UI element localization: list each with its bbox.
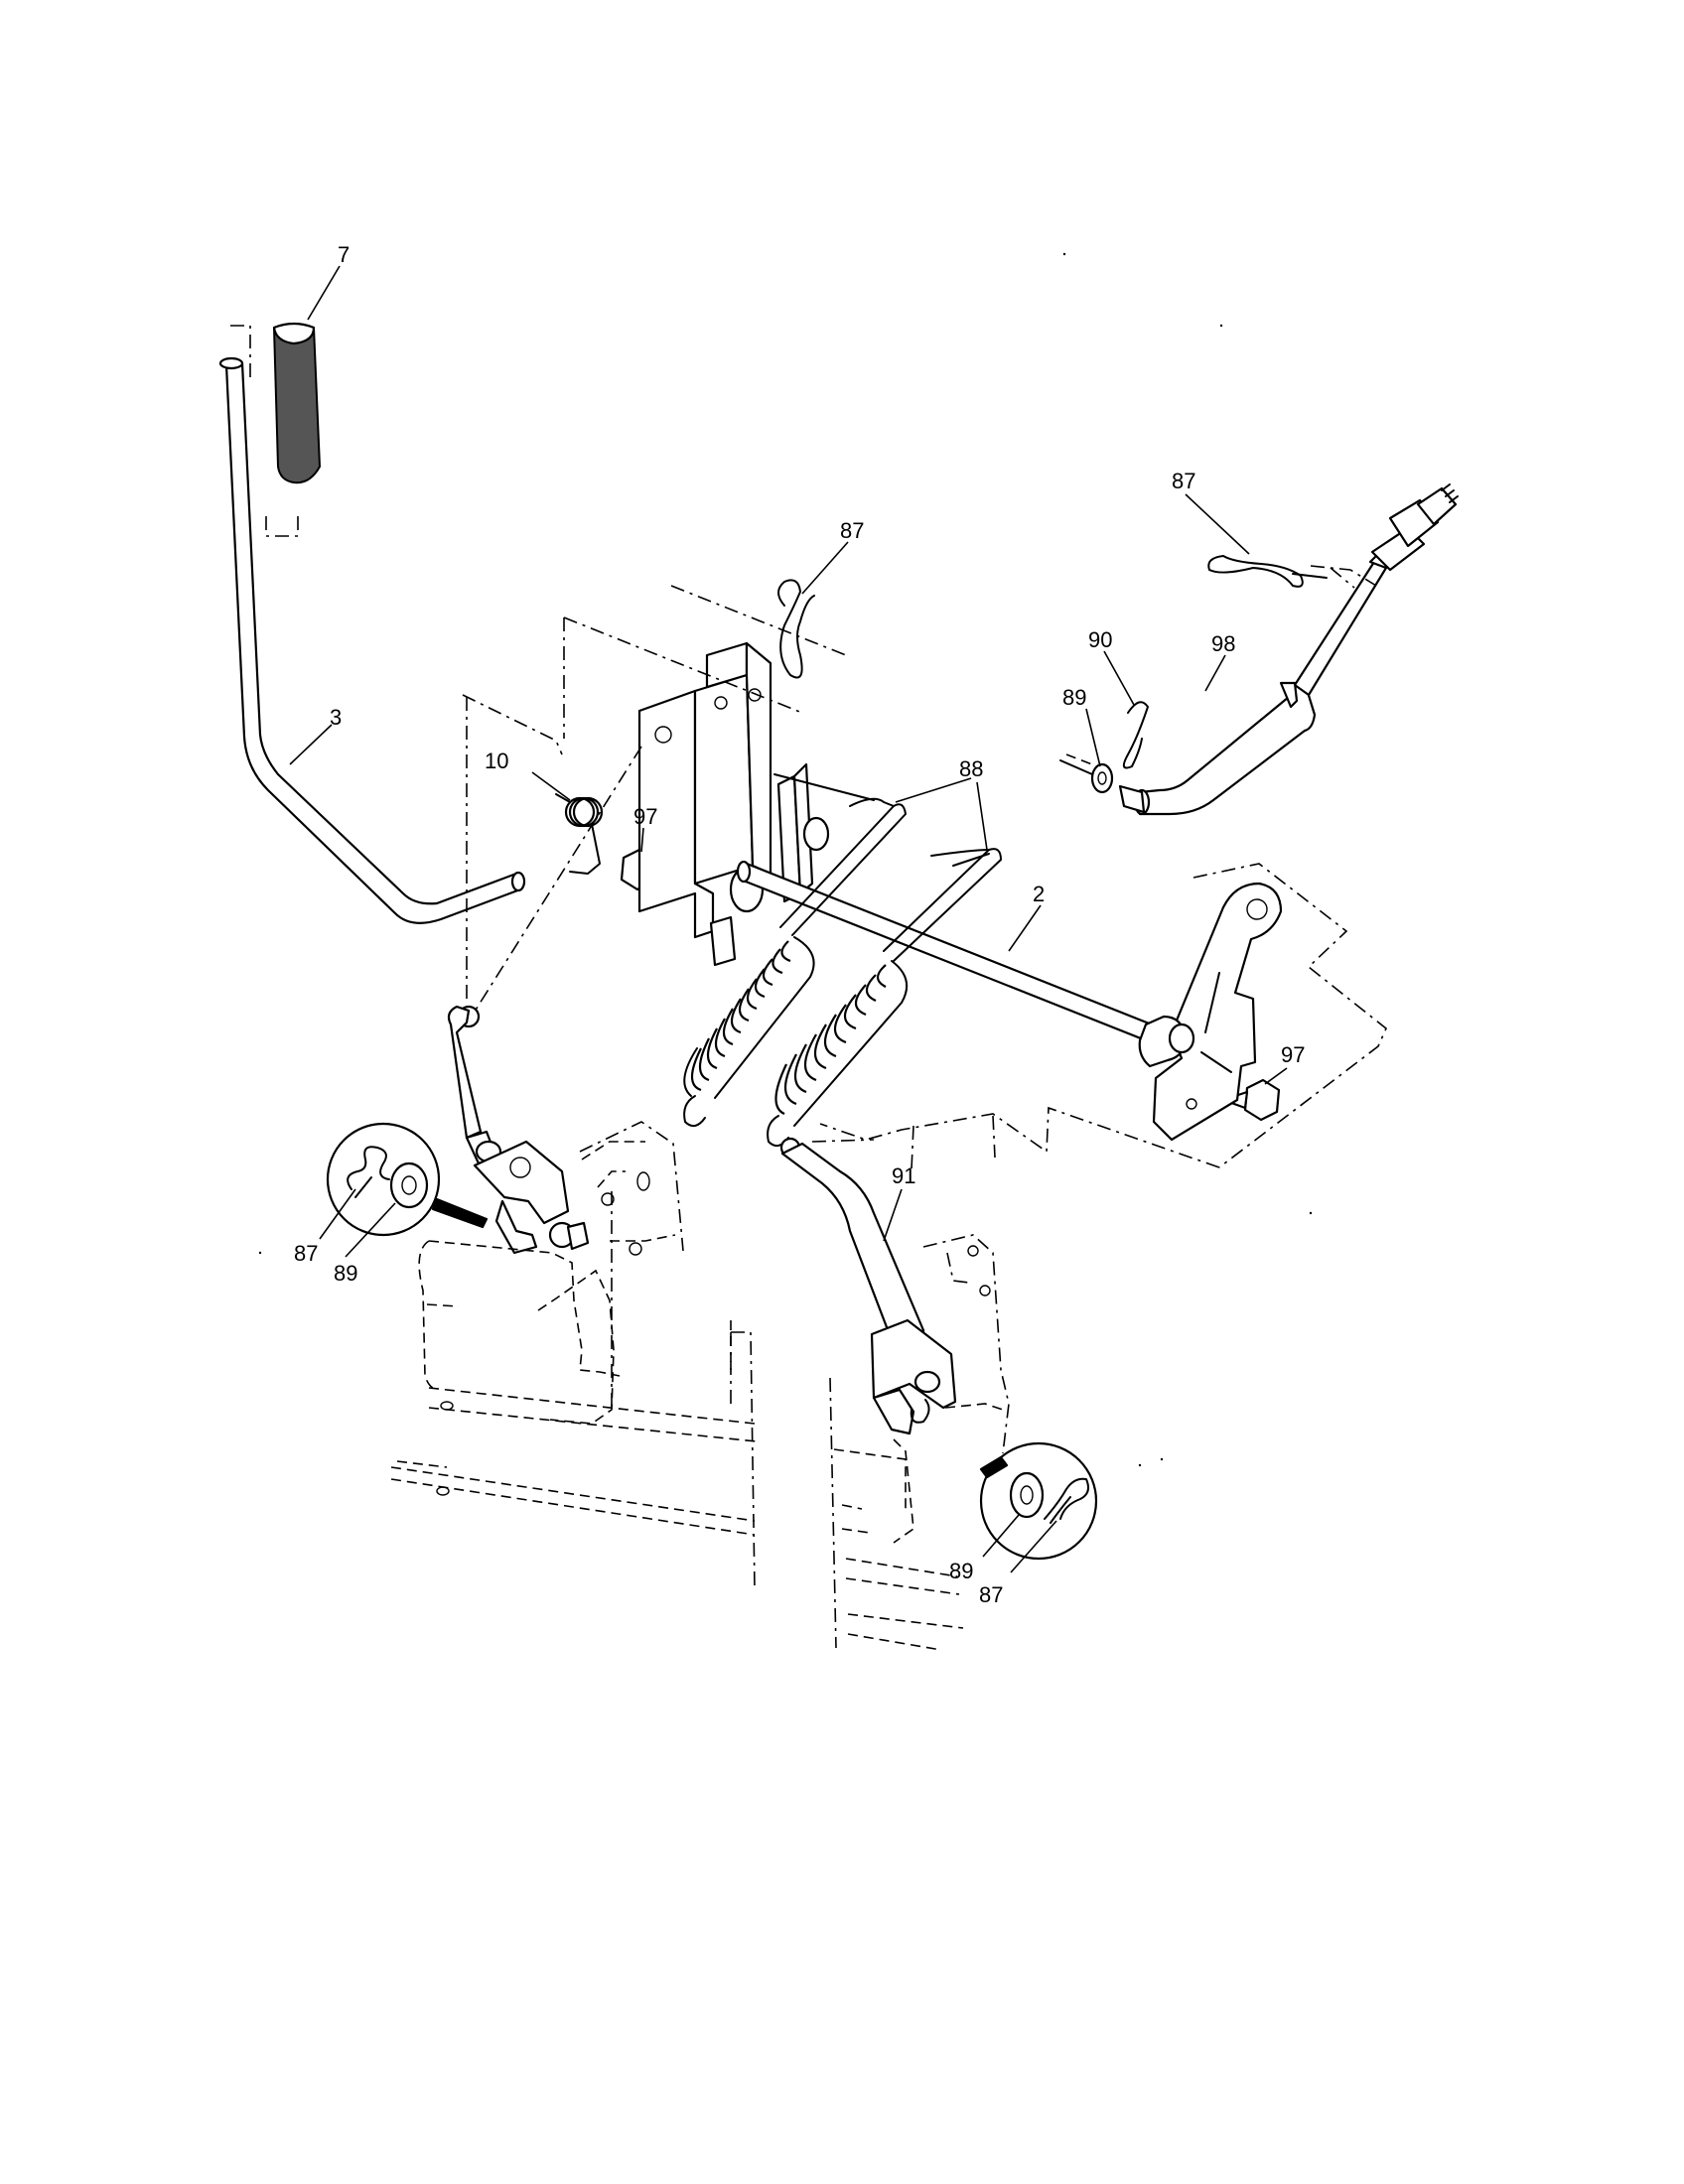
callout-91: 91 (892, 1163, 915, 1188)
lift-handle (218, 356, 526, 924)
spring-hook-wires (773, 773, 990, 867)
callout-97-left: 97 (633, 804, 657, 829)
detail-circle-left (326, 1122, 489, 1237)
callout-98: 98 (1211, 631, 1235, 656)
frame-phantom-left (462, 585, 847, 1016)
callout-89-right-detail: 89 (949, 1559, 973, 1583)
washer-rod (1059, 759, 1114, 794)
frame-phantom-right (811, 863, 1387, 1170)
extension-spring-right (767, 848, 1002, 1148)
callout-3: 3 (330, 705, 342, 730)
left-mount-bracket (637, 641, 830, 967)
callout-88: 88 (959, 756, 983, 781)
deck-left-phantom (390, 1240, 758, 1589)
callout-87-upper: 87 (840, 518, 864, 543)
lift-shaft (736, 860, 1164, 1046)
callout-89-rod: 89 (1062, 685, 1086, 710)
callout-10: 10 (485, 749, 508, 773)
left-deck-bracket (537, 1121, 684, 1425)
callout-labels: 7 3 10 97 87 88 2 87 90 98 89 97 87 89 9… (294, 242, 1305, 1607)
callout-87-top-right: 87 (1172, 469, 1195, 493)
hairpin-clip-rod (1122, 701, 1149, 769)
right-lift-link (779, 1137, 957, 1435)
hairpin-clip-upper (777, 579, 815, 679)
callout-90: 90 (1088, 627, 1112, 652)
deck-right-phantom (829, 1377, 964, 1651)
lift-rod (1118, 483, 1459, 816)
leader-lines (289, 265, 1288, 1573)
detail-circle-right (979, 1441, 1098, 1561)
callout-97-right: 97 (1281, 1042, 1305, 1067)
hairpin-clip-top-right (1207, 555, 1355, 589)
scan-specks (258, 252, 1313, 1467)
callout-87-right-detail: 87 (979, 1582, 1003, 1607)
lift-rod-phantom (1065, 565, 1377, 765)
left-lift-link (447, 1005, 590, 1255)
callout-89-left-detail: 89 (334, 1261, 357, 1286)
handle-grip (230, 322, 322, 537)
callout-87-left-detail: 87 (294, 1241, 318, 1266)
callout-2: 2 (1033, 882, 1045, 906)
right-shaft-bracket (1138, 882, 1283, 1142)
callout-7: 7 (338, 242, 350, 267)
extension-spring-left (683, 803, 907, 1128)
torsion-spring (555, 793, 604, 875)
right-deck-bracket (893, 1234, 1010, 1544)
